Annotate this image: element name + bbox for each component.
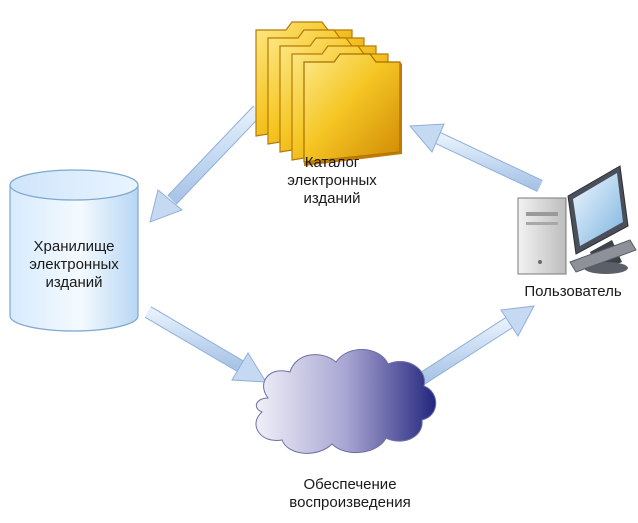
arrow-user-to-catalog [408,123,543,192]
computer-icon [517,165,637,275]
playback-label: Обеспечение воспроизведения [250,476,450,512]
catalog-label-line-2: электронных [287,172,377,189]
arrow-storage-to-playback [144,306,267,383]
user-label: Пользователь [508,283,638,301]
catalog-label-line-1: Каталог [304,154,360,171]
storage-label-line-3: изданий [45,274,103,291]
folders-icon [255,21,402,166]
arrow-catalog-to-storage [149,105,263,223]
catalog-label-line-3: изданий [303,190,361,207]
cloud-icon [255,349,437,454]
playback-label-line-2: воспроизведения [289,494,411,511]
playback-label-line-1: Обеспечение [303,476,397,493]
catalog-label: Каталог электронных изданий [262,154,402,208]
storage-label: Хранилище электронных изданий [4,238,144,292]
storage-label-line-2: электронных [29,256,119,273]
user-label-line-1: Пользователь [524,283,622,300]
database-cylinder-icon [9,169,139,332]
arrow-playback-to-user [416,305,535,386]
storage-label-line-1: Хранилище [33,238,115,255]
